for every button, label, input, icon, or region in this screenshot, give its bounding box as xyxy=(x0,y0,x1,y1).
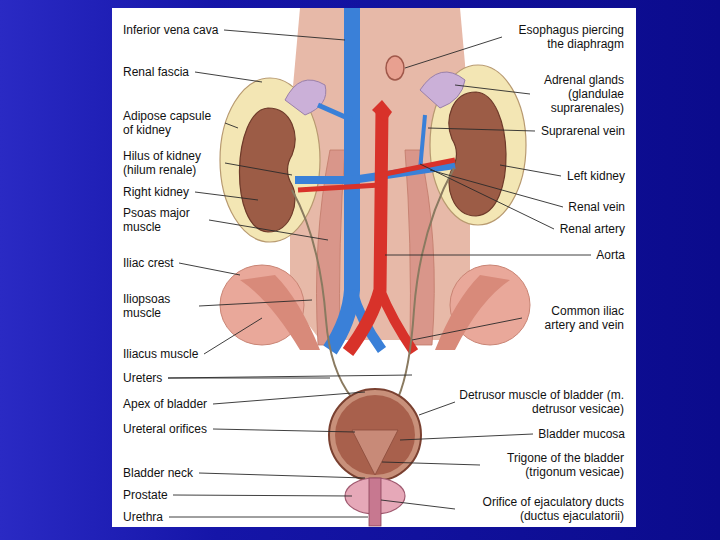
urethra xyxy=(369,478,381,526)
aorta xyxy=(348,110,382,352)
leader-line xyxy=(209,220,328,240)
anatomy-label: Left kidney xyxy=(565,169,625,183)
psoas-muscle xyxy=(405,150,434,345)
anatomy-label: Orifice of ejaculatory ducts (ductus eja… xyxy=(459,495,624,523)
anatomy-label: Ureters xyxy=(123,371,164,385)
leader-line xyxy=(168,375,412,378)
anatomy-label: Adipose capsule of kidney xyxy=(123,109,221,137)
suprarenal-vein xyxy=(318,105,352,120)
leader-line xyxy=(400,434,533,440)
leader-line xyxy=(500,165,561,176)
suprarenal-vein xyxy=(420,115,425,170)
leader-line xyxy=(195,72,262,82)
leader-line xyxy=(224,30,345,40)
leader-line xyxy=(381,500,455,509)
adrenal-gland xyxy=(285,80,326,115)
leader-line xyxy=(225,123,238,128)
renal-artery xyxy=(298,185,380,190)
anatomy-label: Renal fascia xyxy=(123,65,191,79)
leader-line xyxy=(382,462,480,465)
anatomy-label: Renal artery xyxy=(558,222,625,236)
kidney xyxy=(449,92,506,216)
leader-line xyxy=(199,473,365,478)
common-iliac-artery xyxy=(380,290,414,352)
leader-line xyxy=(420,164,554,229)
leader-line xyxy=(412,318,522,340)
anatomy-label: Hilus of kidney (hilum renale) xyxy=(123,149,221,177)
anatomy-label: Adrenal glands (glandulae suprarenales) xyxy=(534,73,624,115)
anatomy-label: Prostate xyxy=(123,488,169,502)
leader-line xyxy=(405,37,502,68)
esophagus xyxy=(386,56,404,80)
leader-line xyxy=(195,192,258,200)
iliacus-muscle xyxy=(240,275,320,350)
iliacus-muscle xyxy=(435,275,510,350)
anatomy-label: Detrusor muscle of bladder (m. detrusor … xyxy=(459,388,624,416)
leader-line xyxy=(213,392,365,404)
trigone xyxy=(352,430,398,475)
renal-artery xyxy=(380,160,455,175)
leader-line xyxy=(169,517,368,518)
anatomy-label: Renal vein xyxy=(567,200,625,214)
leader-line xyxy=(385,255,591,256)
leader-line xyxy=(455,85,530,94)
leader-line xyxy=(213,429,355,432)
anatomy-label: Bladder neck xyxy=(123,466,195,480)
anatomy-label: Trigone of the bladder (trigonum vesicae… xyxy=(484,451,624,479)
leader-line xyxy=(173,495,352,496)
anatomy-label: Aorta xyxy=(595,248,625,262)
anatomy-label: Iliacus muscle xyxy=(123,347,200,361)
leader-line xyxy=(204,318,262,354)
leader-line xyxy=(179,263,240,275)
anatomy-label: Bladder mucosa xyxy=(537,427,625,441)
anatomy-label: Inferior vena cava xyxy=(123,23,220,37)
leader-line xyxy=(225,163,292,175)
leader-line xyxy=(428,128,535,131)
anatomy-label: Ureteral orifices xyxy=(123,422,209,436)
anatomy-label: Psoas major muscle xyxy=(123,206,205,234)
ureter xyxy=(292,190,352,398)
celiac-trunk xyxy=(372,100,392,122)
kidney xyxy=(239,108,295,232)
leader-line xyxy=(419,402,455,415)
leader-line xyxy=(199,300,312,306)
anatomy-label: Suprarenal vein xyxy=(539,124,625,138)
anatomy-label: Urethra xyxy=(123,510,165,524)
anatomy-label: Common iliac artery and vein xyxy=(526,304,624,332)
anatomy-label: Iliopsoas muscle xyxy=(123,292,195,320)
ureter xyxy=(398,168,454,398)
bladder-wall xyxy=(329,389,421,481)
anatomy-label: Apex of bladder xyxy=(123,397,209,411)
anatomy-label: Esophagus piercing the diaphragm xyxy=(506,23,624,51)
anatomy-label: Iliac crest xyxy=(123,256,175,270)
anatomy-label: Right kidney xyxy=(123,185,191,199)
